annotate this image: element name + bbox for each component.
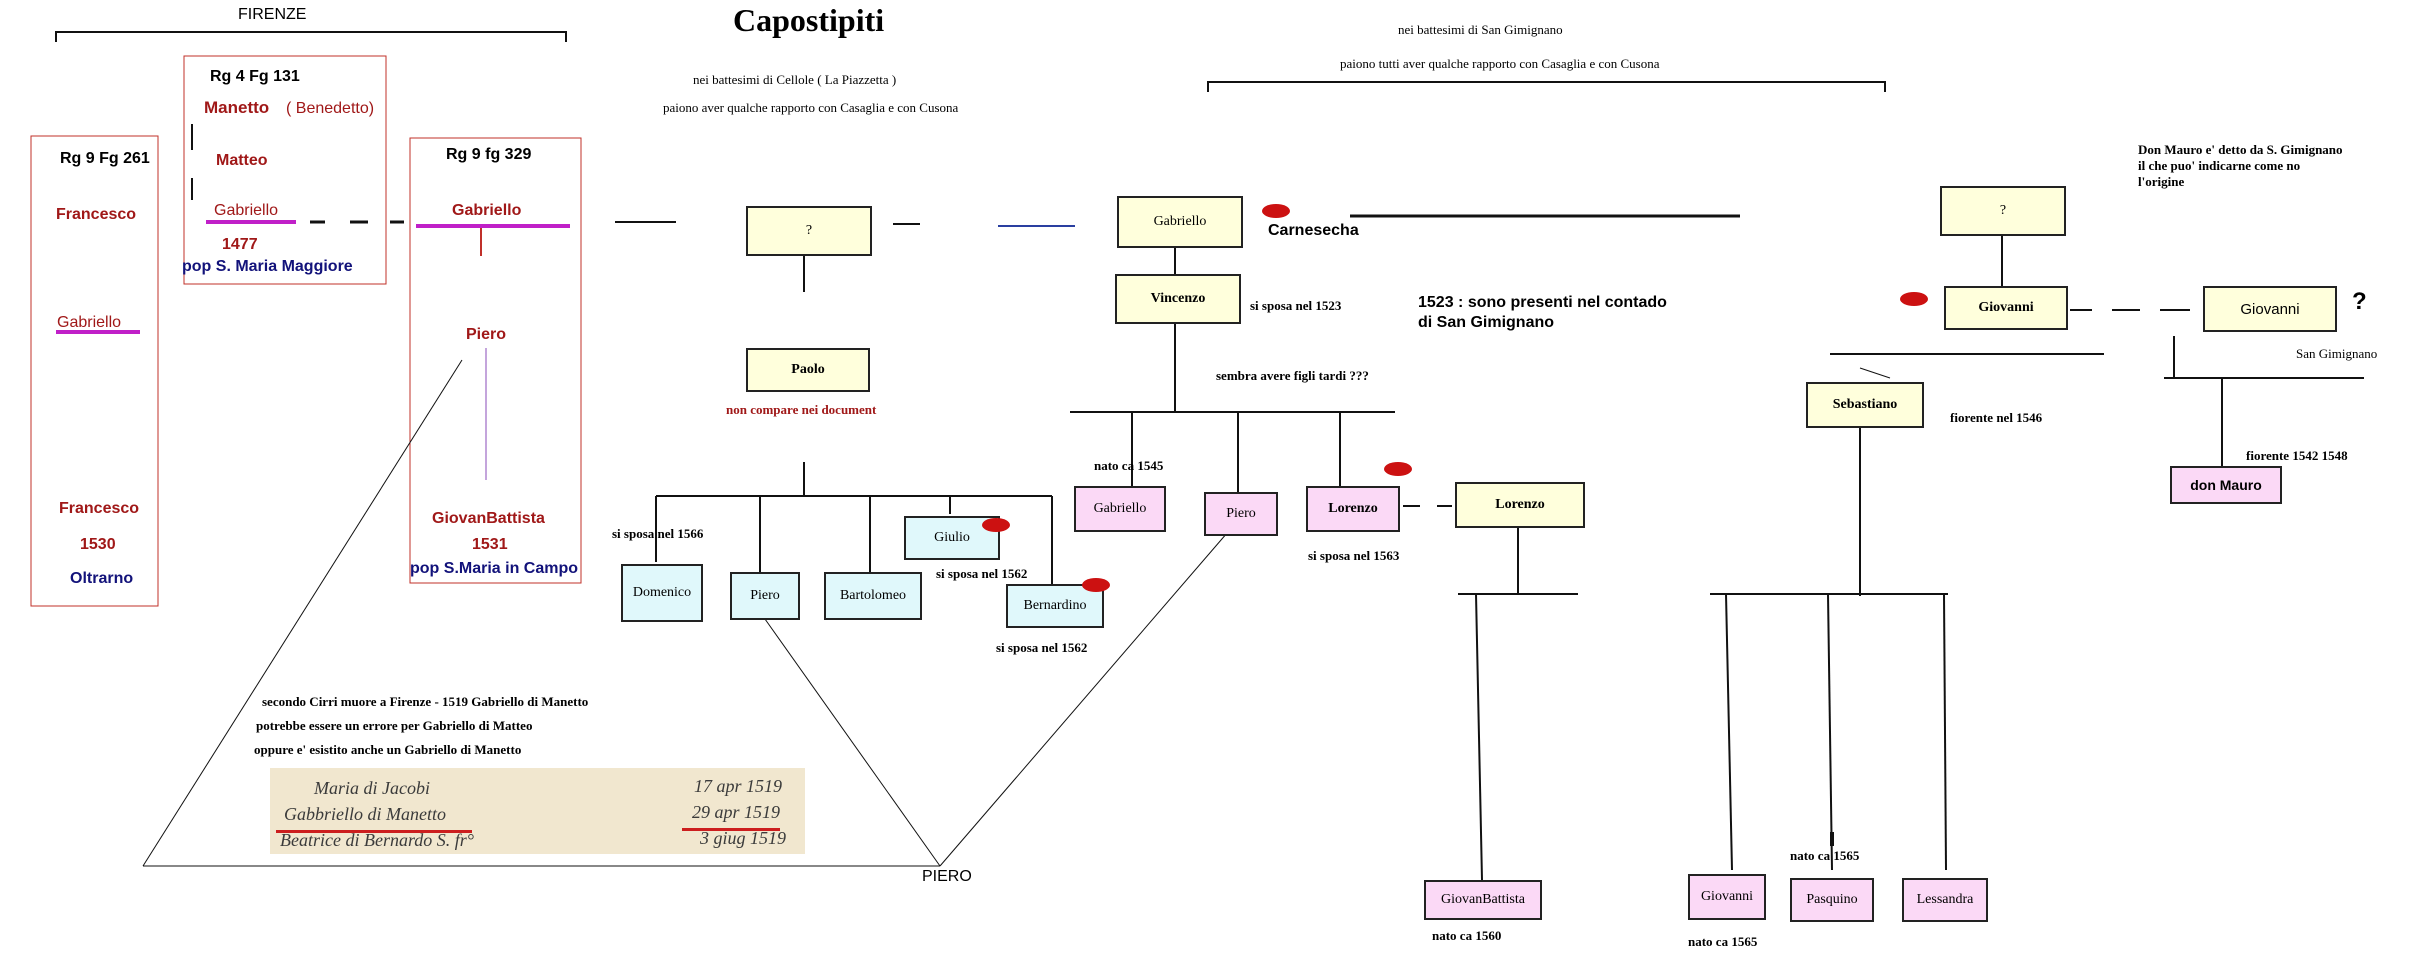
lorenzo-box: Lorenzo [1306,486,1400,532]
doc-row-3-name: Beatrice di Bernardo S. fr° [280,830,475,850]
doc-row-2-date: 29 apr 1519 [692,802,781,822]
red-marker [1262,204,1290,218]
domenico-box: Domenico [621,564,703,622]
carnesecha-label: Carnesecha [1268,222,1359,239]
red-marker [1082,578,1110,592]
sangim-label: San Gimignano [2296,346,2378,361]
col2-matteo: Matteo [216,152,268,169]
vincenzo-box: Vincenzo [1115,274,1241,324]
giovanbattista-box: GiovanBattista [1424,880,1542,920]
archive-document-image: Maria di Jacobi 17 apr 1519 Gabbriello d… [270,768,805,854]
question-mark: ? [2352,288,2367,315]
right-root-box: ? [1940,186,2066,236]
giovanni-right-box: Giovanni [1944,286,2068,330]
col2-gabriello: Gabriello [214,202,279,219]
doc-row-2-name: Gabbriello di Manetto [284,804,446,824]
sebastiano-note: fiorente nel 1546 [1950,410,2043,425]
don-mauro-box: don Mauro [2170,466,2282,504]
giovanni-child-box: Giovanni [1688,874,1766,920]
red-marker [1384,462,1412,476]
domenico-note: si sposa nel 1566 [612,526,704,541]
doc-row-3-date: 3 giug 1519 [700,828,787,848]
col2-year: 1477 [222,236,258,253]
don-note-1: Don Mauro e' detto da S. Gimignano [2138,142,2343,157]
cirri-line-2: potrebbe essere un errore per Gabriello … [256,718,533,733]
col1-header: Rg 9 Fg 261 [60,150,150,167]
bartolomeo-box: Bartolomeo [824,572,922,620]
late-children-note: sembra avere figli tardi ??? [1216,368,1369,383]
fiorente-note: fiorente 1542 1548 [2246,448,2348,463]
cellole-note-1: nei battesimi di Cellole ( La Piazzetta … [693,72,897,87]
col2-header: Rg 4 Fg 131 [210,68,300,85]
bernardino-box: Bernardino [1006,584,1104,628]
gabriello-child-box: Gabriello [1074,486,1166,532]
lorenzo-2-box: Lorenzo [1455,482,1585,528]
col3-gabriello: Gabriello [452,202,522,219]
presence-2: di San Gimignano [1418,314,1555,331]
pasquino-note: nato ca 1565 [1790,848,1860,863]
piero-cellole-box: Piero [730,572,800,620]
col1-year: 1530 [80,536,116,553]
bernardino-note: si sposa nel 1562 [996,640,1088,655]
vincenzo-note: si sposa nel 1523 [1250,298,1342,313]
pasquino-box: Pasquino [1790,878,1874,922]
piero-sangim-box: Piero [1204,492,1278,536]
paolo-note: non compare nei document [726,402,877,417]
lessandra-box: Lessandra [1902,878,1988,922]
don-note-2: il che puo' indicarne come no [2138,158,2301,173]
col2-place: pop S. Maria Maggiore [182,258,353,275]
giovanbattista-note: nato ca 1560 [1432,928,1502,943]
cirri-line-3: oppure e' esistito anche un Gabriello di… [254,742,522,757]
cellole-note-2: paiono aver qualche rapporto con Casagli… [663,100,959,115]
giulio-box: Giulio [904,516,1000,560]
doc-underline-date [682,828,780,831]
col1-francesco: Francesco [56,206,137,223]
col3-header: Rg 9 fg 329 [446,146,532,163]
doc-underline [276,830,472,833]
piero-caption: PIERO [922,868,972,885]
giovanni-child-note: nato ca 1565 [1688,934,1758,949]
col3-giovanbattista: GiovanBattista [432,510,545,527]
florence-label: FIRENZE [238,6,307,23]
col1-francesco-2: Francesco [59,500,140,517]
col3-piero: Piero [466,326,507,343]
presence-1: 1523 : sono presenti nel contado [1418,294,1667,311]
sebastiano-box: Sebastiano [1806,382,1924,428]
col1-gabriello: Gabriello [57,314,122,331]
cirri-line-1: secondo Cirri muore a Firenze - 1519 Gab… [262,694,589,709]
cellole-root-box: ? [746,206,872,256]
red-marker [982,518,1010,532]
gabriello-sangim-box: Gabriello [1117,196,1243,248]
page-title: Capostipiti [733,2,885,38]
don-note-3: l'origine [2138,174,2185,189]
giulio-note: si sposa nel 1562 [936,566,1028,581]
lorenzo-note: si sposa nel 1563 [1308,548,1400,563]
doc-row-1-date: 17 apr 1519 [694,776,783,796]
col3-place: pop S.Maria in Campo [410,560,579,577]
paolo-box: Paolo [746,348,870,392]
sangim-note-2: paiono tutti aver qualche rapporto con C… [1340,56,1660,71]
red-marker [1900,292,1928,306]
col2-benedetto: ( Benedetto) [286,100,375,117]
doc-row-1-name: Maria di Jacobi [314,778,430,798]
giovanni-2-box: Giovanni [2203,286,2337,332]
col1-place: Oltrarno [70,570,134,587]
gabriello-child-note: nato ca 1545 [1094,458,1164,473]
sangim-note-1: nei battesimi di San Gimignano [1398,22,1563,37]
col2-manetto: Manetto [204,98,270,117]
col3-year: 1531 [472,536,508,553]
